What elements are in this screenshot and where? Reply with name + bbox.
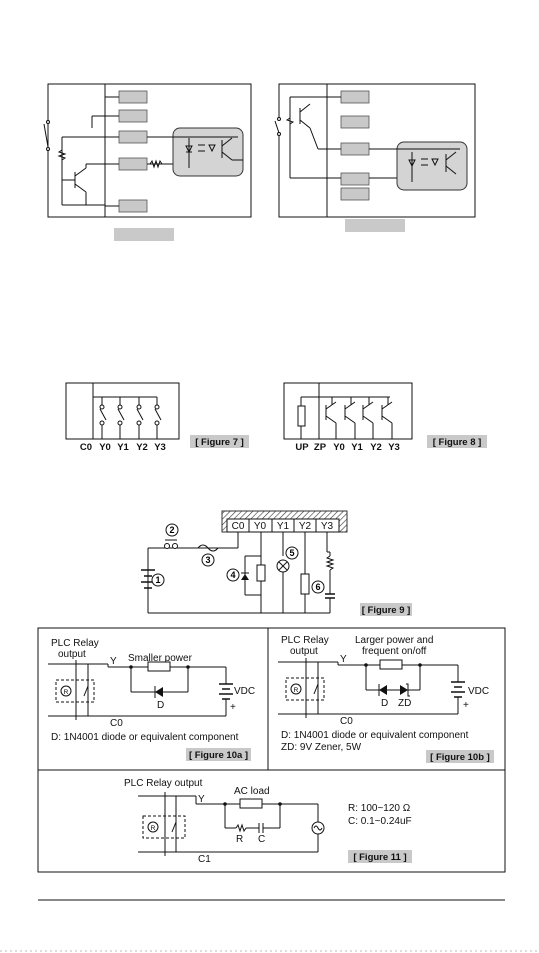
fig9-marker-5: 5 bbox=[289, 548, 294, 558]
fig9-marker-6: 6 bbox=[315, 582, 320, 592]
fig10a-note: D: 1N4001 diode or equivalent component bbox=[51, 732, 239, 743]
figure-10b: PLC Relay output R Y C0 Larger power and… bbox=[278, 635, 494, 763]
figure-10a: PLC Relay output R Y C0 Smaller power D … bbox=[48, 638, 255, 761]
fig10b-title-2: output bbox=[290, 646, 318, 657]
fig10b-y: Y bbox=[340, 654, 347, 665]
fig10b-vdc: VDC bbox=[468, 686, 489, 697]
fig10b-title-1: PLC Relay bbox=[281, 635, 329, 646]
fig11-c: C bbox=[258, 834, 265, 845]
fig9-term-0: C0 bbox=[232, 521, 245, 532]
fig11-y: Y bbox=[198, 794, 205, 805]
svg-text:+: + bbox=[230, 702, 236, 713]
fig10a-title-1: PLC Relay bbox=[51, 638, 99, 649]
figure-10-11-panel bbox=[37, 627, 506, 873]
fig8-term-5: Y3 bbox=[388, 442, 400, 453]
fig10b-power-1: Larger power and bbox=[355, 635, 433, 646]
fig10b-d: D bbox=[381, 698, 388, 709]
fig10b-relay-coil: R bbox=[294, 687, 299, 694]
fig11-r: R bbox=[236, 834, 243, 845]
fig9-marker-1: 1 bbox=[155, 575, 160, 585]
fig10a-title-2: output bbox=[58, 649, 86, 660]
fig9-term-1: Y0 bbox=[254, 521, 267, 532]
transistor-circuit-sink bbox=[43, 83, 252, 241]
fig9-marker-3: 3 bbox=[205, 555, 210, 565]
fig10b-caption: [ Figure 10b ] bbox=[430, 752, 490, 763]
fig9-caption: [ Figure 9 ] bbox=[362, 605, 411, 616]
fig8-term-4: Y2 bbox=[370, 442, 382, 453]
fig7-term-4: Y3 bbox=[154, 442, 166, 453]
fig10b-power-2: frequent on/off bbox=[362, 646, 427, 657]
figure-7-relay-terminals: C0 Y0 Y1 Y2 Y3 [ Figure 7 ] bbox=[65, 382, 249, 453]
fig8-caption: [ Figure 8 ] bbox=[433, 437, 482, 448]
figure-11: PLC Relay output R Y C1 AC load R C R: 1… bbox=[124, 778, 412, 865]
fig10b-c0: C0 bbox=[340, 716, 353, 727]
transistor-circuit-source bbox=[274, 83, 476, 232]
fig7-caption: [ Figure 7 ] bbox=[195, 437, 244, 448]
figure-8-transistor-terminals: UP ZP Y0 Y1 Y2 Y3 [ Figure 8 ] bbox=[283, 382, 487, 453]
fig10a-caption: [ Figure 10a ] bbox=[189, 750, 248, 761]
fig11-caption: [ Figure 11 ] bbox=[353, 852, 406, 863]
fig7-term-0: C0 bbox=[80, 442, 92, 453]
fig10b-note-1: D: 1N4001 diode or equivalent component bbox=[281, 730, 469, 741]
fig11-c1: C1 bbox=[198, 854, 211, 865]
fig9-marker-4: 4 bbox=[230, 570, 235, 580]
fig11-spec-r: R: 100~120 Ω bbox=[348, 803, 411, 814]
fig10a-power: Smaller power bbox=[128, 653, 193, 664]
fig10a-d: D bbox=[157, 700, 164, 711]
fig9-marker-2: 2 bbox=[169, 525, 174, 535]
fig10a-relay-coil: R bbox=[64, 689, 69, 696]
fig11-spec-c: C: 0.1~0.24uF bbox=[348, 816, 412, 827]
fig11-load: AC load bbox=[234, 786, 270, 797]
fig10b-note-2: ZD: 9V Zener, 5W bbox=[281, 742, 362, 753]
fig11-relay-coil: R bbox=[151, 825, 156, 832]
figure-9-wiring: C0 Y0 Y1 Y2 Y3 bbox=[141, 510, 412, 616]
fig10b-zd: ZD bbox=[398, 698, 411, 709]
svg-text:+: + bbox=[463, 700, 469, 711]
fig8-term-3: Y1 bbox=[351, 442, 363, 453]
fig10a-y: Y bbox=[110, 656, 117, 667]
fig8-term-1: ZP bbox=[314, 442, 327, 453]
fig9-term-4: Y3 bbox=[321, 521, 334, 532]
fig7-term-1: Y0 bbox=[99, 442, 111, 453]
fig8-term-2: Y0 bbox=[333, 442, 345, 453]
fig7-term-3: Y2 bbox=[136, 442, 148, 453]
fig9-term-2: Y1 bbox=[277, 521, 290, 532]
fig9-term-3: Y2 bbox=[299, 521, 312, 532]
fig7-term-2: Y1 bbox=[117, 442, 129, 453]
fig8-term-0: UP bbox=[295, 442, 309, 453]
fig10a-c0: C0 bbox=[110, 718, 123, 729]
fig11-title: PLC Relay output bbox=[124, 778, 203, 789]
fig10a-vdc: VDC bbox=[234, 686, 255, 697]
